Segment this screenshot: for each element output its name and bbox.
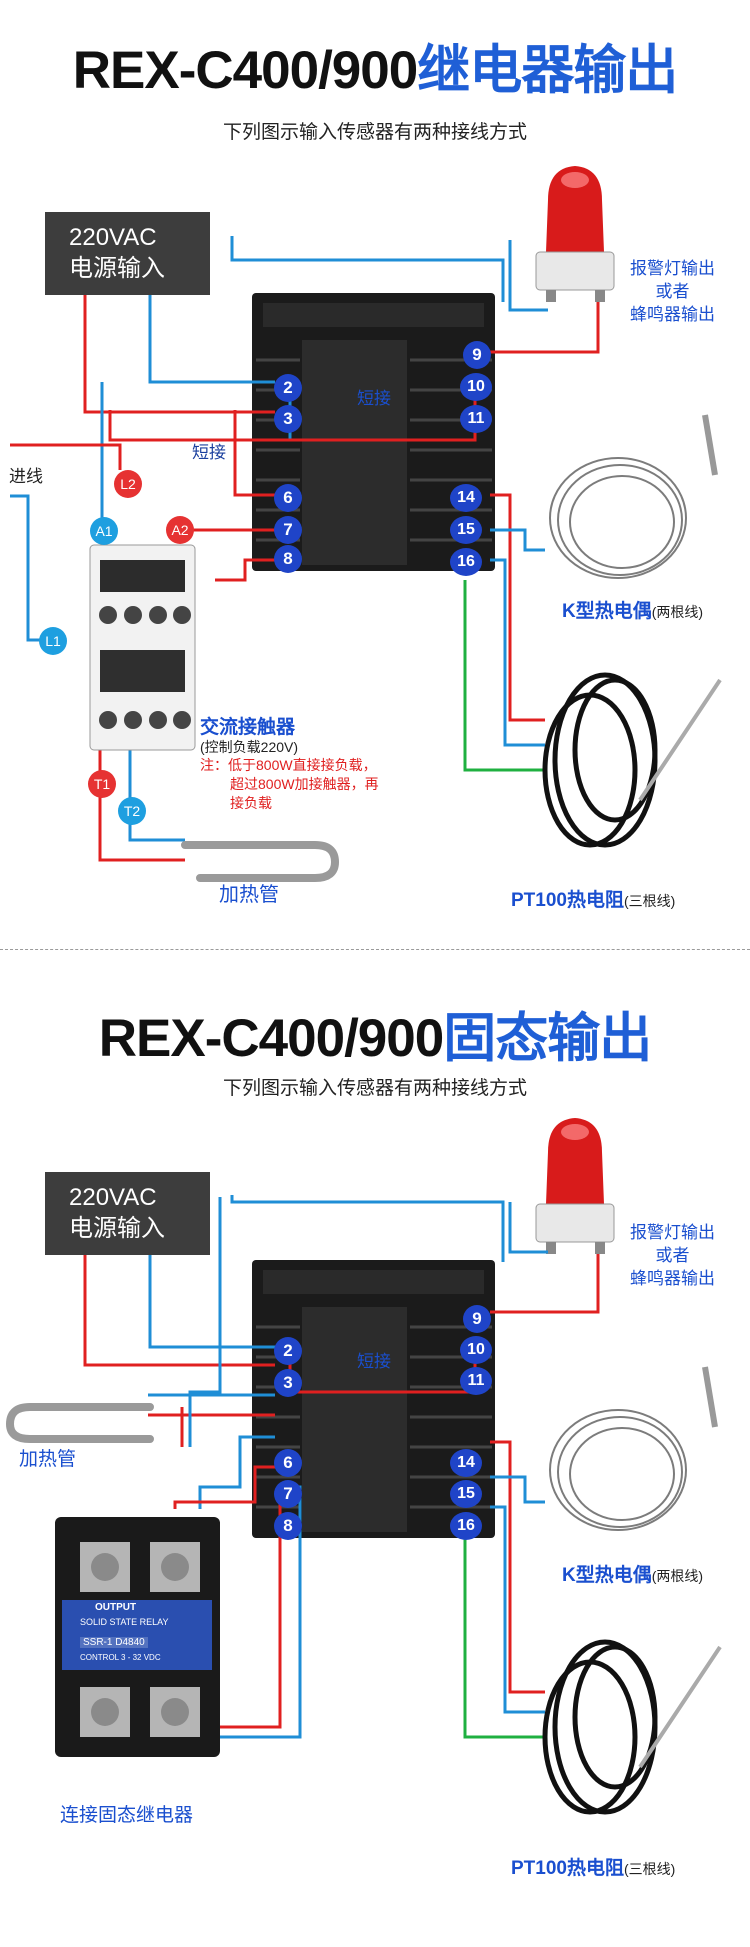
relay-terminal-7: 7: [274, 516, 302, 544]
ssr-terminal-11: 11: [460, 1367, 492, 1395]
ac-contactor-image: [89, 544, 196, 751]
relay-terminal-6: 6: [274, 484, 302, 512]
ssr-terminal-8: 8: [274, 1512, 302, 1540]
ssr-terminal-2: 2: [274, 1337, 302, 1365]
k-thermocouple-image: [549, 414, 718, 579]
section-divider: [0, 949, 750, 950]
pt100-sub: (三根线): [623, 893, 676, 909]
ssr-terminal-10: 10: [460, 1336, 492, 1364]
short-label-top: 短接: [357, 389, 391, 408]
ssr-terminal-7: 7: [274, 1480, 302, 1508]
heater-label: 加热管: [219, 884, 279, 906]
alarm-line3: 蜂鸣器输出: [630, 305, 715, 324]
node-a2: A2: [166, 516, 194, 544]
ssr-heater-label: 加热管: [19, 1449, 77, 1470]
node-l1: L1: [39, 627, 67, 655]
ssr-power-input-box: 220VAC 电源输入: [45, 1172, 210, 1255]
ssr-heater-tube-image: [5, 1403, 154, 1443]
ssr-alarm-line3: 蜂鸣器输出: [630, 1269, 715, 1288]
ssr-thermocouple-sub: (两根线): [651, 1568, 704, 1584]
ssr-alarm-line1: 报警灯输出: [630, 1223, 715, 1242]
note-prefix: 注：: [200, 757, 228, 773]
ssr-terminal-6: 6: [274, 1449, 302, 1477]
relay-power-input-box: 220VAC 电源输入: [45, 212, 210, 295]
ssr-title-model-text: REX-C400/900: [98, 1009, 444, 1068]
ssr-alarm-label: 报警灯输出 或者 蜂鸣器输出: [630, 1221, 715, 1290]
relay-section-title: REX-C400/900继电器输出: [0, 28, 750, 104]
power-voltage-text: 220VAC: [69, 224, 157, 251]
relay-terminal-11: 11: [460, 405, 492, 433]
node-a1: A1: [90, 517, 118, 545]
ssr-subtitle: 下列图示输入传感器有两种接线方式: [222, 1078, 527, 1099]
node-l2: L2: [114, 470, 142, 498]
thermocouple-label: K型热电偶(两根线): [562, 596, 703, 623]
ssr-terminal-16: 16: [450, 1512, 482, 1540]
ssr-pt100-name: PT100热电阻: [511, 1858, 624, 1879]
thermocouple-name: K型热电偶: [562, 601, 652, 622]
ssr-terminal-15: 15: [450, 1480, 482, 1508]
note-line1: 低于800W直接接负载，: [228, 757, 377, 773]
ssr-terminal-14: 14: [450, 1449, 482, 1477]
relay-terminal-10: 10: [460, 373, 492, 401]
contactor-note: 注：低于800W直接接负载， 超过800W加接触器，再 接负载: [200, 756, 379, 813]
note-line3: 接负载: [230, 795, 272, 811]
ssr-alarm-lamp-image: [535, 1118, 615, 1254]
alarm-line1: 报警灯输出: [630, 259, 715, 278]
ssr-pt100-sensor-image: [542, 1639, 722, 1815]
short-label-left: 短接: [192, 443, 226, 462]
power-input-text: 电源输入: [69, 255, 165, 282]
alarm-line2: 或者: [655, 282, 690, 301]
relay-terminal-14: 14: [450, 484, 482, 512]
ssr-pt100-sub: (三根线): [623, 1861, 676, 1877]
pt100-sensor-image: [542, 672, 722, 848]
ssr-terminal-3: 3: [274, 1369, 302, 1397]
ssr-pt100-label: PT100热电阻(三根线): [511, 1853, 675, 1880]
ssr-power-voltage-text: 220VAC: [69, 1184, 157, 1211]
relay-terminal-2: 2: [274, 374, 302, 402]
ssr-short-label: 短接: [357, 1352, 391, 1371]
ssr-k-thermocouple-image: [549, 1366, 718, 1531]
contactor-subtitle: (控制负载220V): [200, 739, 299, 755]
relay-wiring-diagram: [10, 166, 722, 882]
ssr-connect-label: 连接固态继电器: [60, 1805, 194, 1826]
ssr-section-title: REX-C400/900固态输出: [0, 996, 750, 1072]
relay-terminal-3: 3: [274, 405, 302, 433]
relay-terminal-16: 16: [450, 548, 482, 576]
ssr-type-text: SOLID STATE RELAY: [80, 1617, 169, 1627]
pt100-label: PT100热电阻(三根线): [511, 885, 675, 912]
relay-terminal-15: 15: [450, 516, 482, 544]
heater-tube-image: [181, 841, 340, 882]
title-mode-text: 继电器输出: [417, 41, 678, 100]
ssr-terminal-9: 9: [463, 1305, 491, 1333]
title-model-text: REX-C400/900: [72, 41, 418, 100]
ssr-alarm-line2: 或者: [655, 1246, 690, 1265]
note-line2: 超过800W加接触器，再: [230, 776, 379, 792]
contactor-title: 交流接触器: [200, 717, 296, 738]
ssr-temperature-controller: [252, 1260, 495, 1538]
ssr-thermocouple-name: K型热电偶: [562, 1565, 652, 1586]
solid-state-relay-image: [55, 1517, 220, 1757]
node-t1: T1: [88, 770, 116, 798]
node-t2: T2: [118, 797, 146, 825]
temperature-controller: [252, 293, 495, 571]
inlet-label: 进线: [9, 467, 43, 486]
thermocouple-sub: (两根线): [651, 604, 704, 620]
ssr-output-text: OUTPUT: [95, 1602, 137, 1613]
alarm-lamp-image: [535, 166, 615, 302]
pt100-name: PT100热电阻: [511, 890, 624, 911]
ssr-control-text: CONTROL 3 - 32 VDC: [80, 1653, 161, 1662]
relay-subtitle: 下列图示输入传感器有两种接线方式: [222, 122, 527, 143]
relay-alarm-label: 报警灯输出 或者 蜂鸣器输出: [630, 257, 715, 326]
relay-terminal-9: 9: [463, 341, 491, 369]
relay-terminal-8: 8: [274, 545, 302, 573]
ssr-title-mode-text: 固态输出: [443, 1009, 652, 1068]
ssr-thermocouple-label: K型热电偶(两根线): [562, 1560, 703, 1587]
ssr-model-text: SSR-1 D4840: [80, 1637, 148, 1648]
ssr-power-input-text: 电源输入: [69, 1215, 165, 1242]
